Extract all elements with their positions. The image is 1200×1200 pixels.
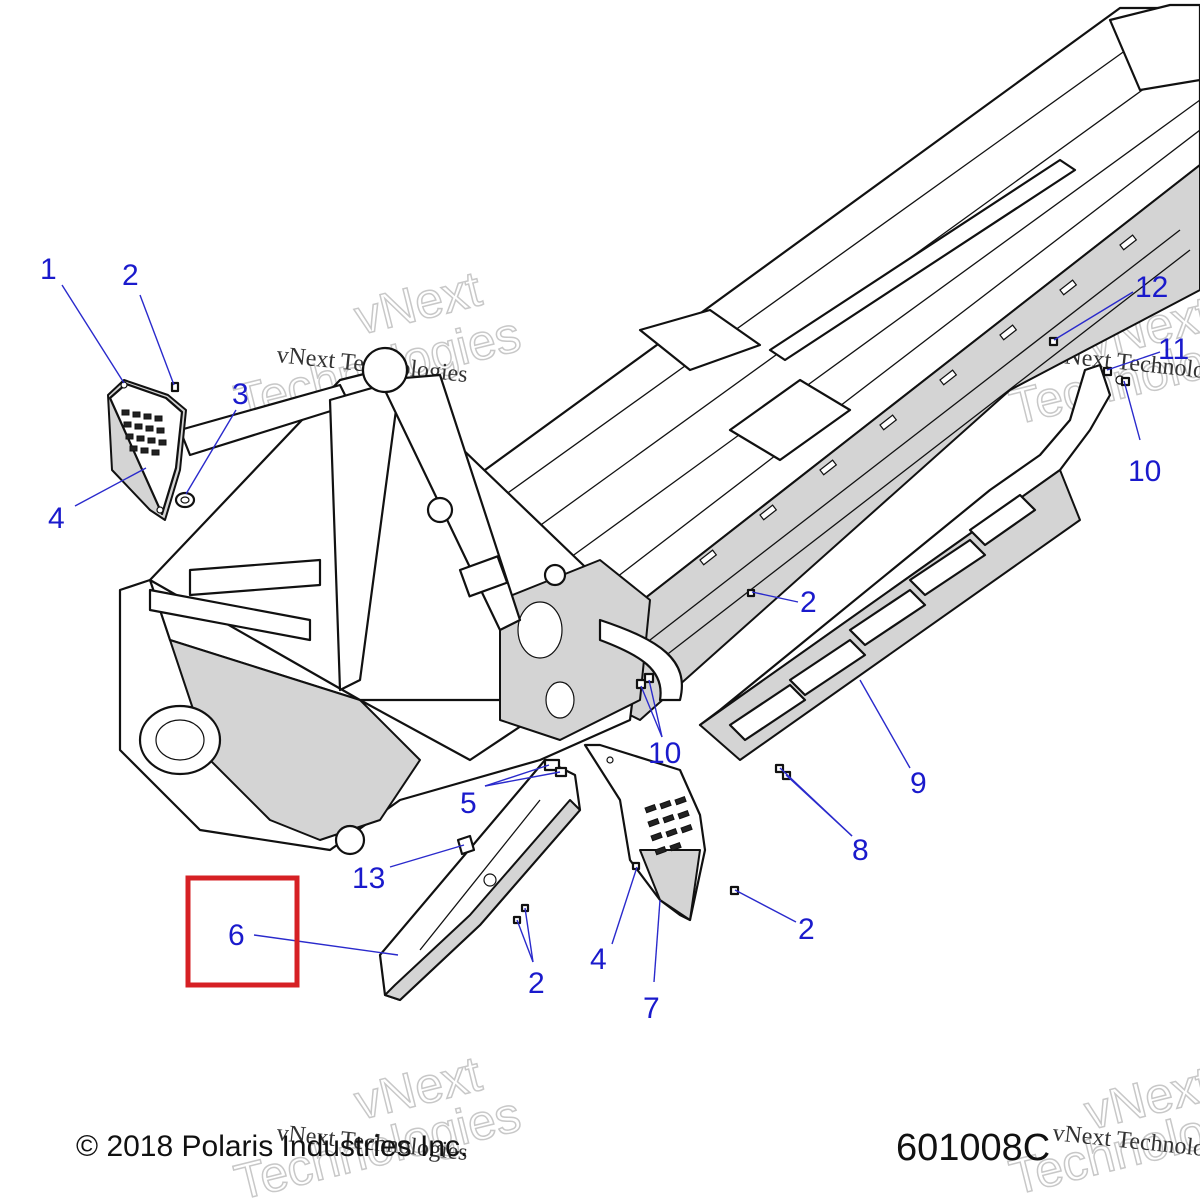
tunnel-slots <box>699 234 1138 566</box>
callout-11: 11 <box>1158 333 1189 366</box>
callout-3: 3 <box>232 378 249 411</box>
part-7-vent-panel <box>583 743 707 922</box>
callout-2: 2 <box>122 259 139 292</box>
running-board-slots <box>728 493 1037 742</box>
vent-holes <box>644 795 693 856</box>
callout-6: 6 <box>228 919 245 952</box>
callout-7: 7 <box>643 992 660 1025</box>
callout-10: 10 <box>648 737 681 770</box>
part-13-bracket <box>456 834 476 856</box>
front-chassis <box>118 346 683 856</box>
highlight-box <box>185 875 300 988</box>
leader-lines <box>61 284 1161 983</box>
callout-10: 10 <box>1128 455 1161 488</box>
part-6-side-panel <box>378 758 582 1002</box>
callout-2: 2 <box>800 586 817 619</box>
screw-fastener <box>170 381 180 393</box>
copyright-text: © 2018 Polaris Industries Inc. <box>76 1130 468 1163</box>
callout-2: 2 <box>798 913 815 946</box>
callout-2: 2 <box>528 967 545 1000</box>
callout-13: 13 <box>352 862 385 895</box>
callout-4: 4 <box>48 502 65 535</box>
figure-code: 601008C <box>896 1127 1050 1169</box>
callout-1: 1 <box>40 253 57 286</box>
callout-8: 8 <box>852 834 869 867</box>
part-3-grommet <box>174 491 196 509</box>
part-1-vent-panel <box>107 379 187 521</box>
part-5-clips <box>543 758 568 778</box>
callout-12: 12 <box>1135 271 1168 304</box>
tunnel <box>428 3 1200 721</box>
callout-5: 5 <box>460 787 477 820</box>
callout-labels: 1 2 3 4 12 11 10 2 10 9 5 8 13 6 2 4 2 7 <box>40 253 1189 1025</box>
part-9-running-board <box>698 363 1125 761</box>
fastener-set <box>512 336 1131 925</box>
callout-4: 4 <box>590 943 607 976</box>
callout-9: 9 <box>910 767 927 800</box>
vent-holes <box>121 409 167 456</box>
